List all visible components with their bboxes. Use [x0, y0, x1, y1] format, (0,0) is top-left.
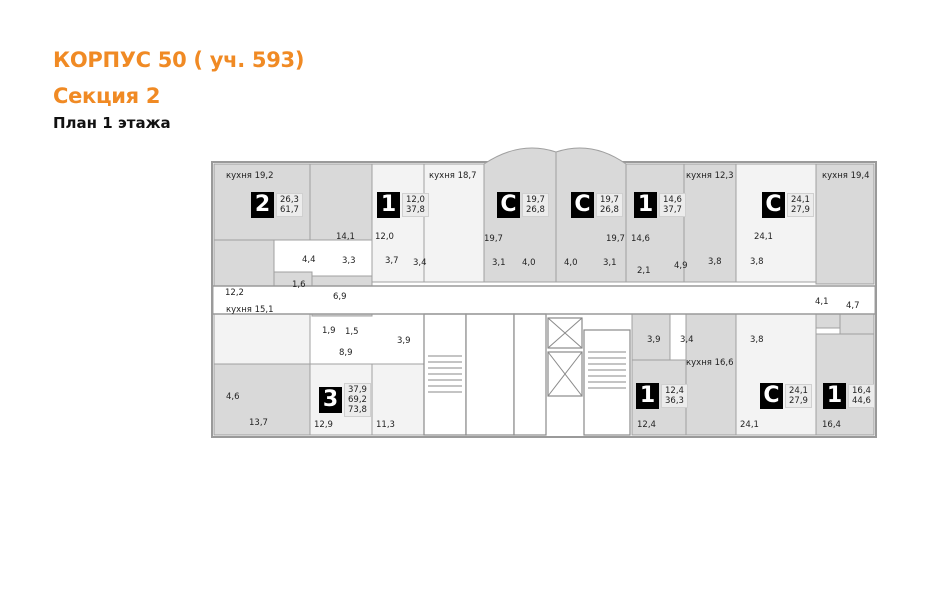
room-label: 6,9 — [333, 292, 347, 302]
apartment-type: 3 — [319, 387, 342, 413]
room-label: 3,1 — [603, 258, 617, 268]
room-label: 12,9 — [314, 420, 333, 430]
room-label: 12,0 — [375, 232, 394, 242]
room-label: 1,9 — [322, 326, 336, 336]
room-label: 3,1 — [492, 258, 506, 268]
apartment-type: С — [762, 192, 785, 218]
room-label: 4,0 — [522, 258, 536, 268]
room-label: 1,6 — [292, 280, 306, 290]
room-label: кухня 19,2 — [226, 171, 274, 181]
apartment-type: С — [571, 192, 594, 218]
room-label: 13,7 — [249, 418, 268, 428]
apartment-type: 1 — [823, 383, 846, 409]
room-label: 4,6 — [226, 392, 240, 402]
room-label: 3,8 — [750, 335, 764, 345]
room-label: 4,7 — [846, 301, 860, 311]
room-label: 24,1 — [754, 232, 773, 242]
section-title: Секция 2 — [53, 84, 161, 108]
room-label: 3,8 — [750, 257, 764, 267]
room-label: 4,4 — [302, 255, 316, 265]
room-label: 8,9 — [339, 348, 353, 358]
room-label: 3,4 — [680, 335, 694, 345]
room-label: 3,3 — [342, 256, 356, 266]
apartment-type: С — [497, 192, 520, 218]
room-label: 3,9 — [647, 335, 661, 345]
building-title: КОРПУС 50 ( уч. 593) — [53, 48, 305, 72]
room-label: 14,6 — [631, 234, 650, 244]
room-label: 14,1 — [336, 232, 355, 242]
room-label: 3,4 — [413, 258, 427, 268]
room-label: 11,3 — [376, 420, 395, 430]
apartment-type: 2 — [251, 192, 274, 218]
room-label: 12,4 — [637, 420, 656, 430]
room-label: 3,7 — [385, 256, 399, 266]
room-label: 24,1 — [740, 420, 759, 430]
room-label: 3,9 — [397, 336, 411, 346]
room-14-1 — [309, 163, 373, 241]
room-label: 12,2 — [225, 288, 244, 298]
room-label: 1,5 — [345, 327, 359, 337]
apartment-type: С — [760, 383, 783, 409]
room-label: 16,4 — [822, 420, 841, 430]
room-label: кухня 16,6 — [686, 358, 734, 368]
room-label: 4,0 — [564, 258, 578, 268]
room-label: 3,8 — [708, 257, 722, 267]
room-label: 2,1 — [637, 266, 651, 276]
apartment-type: 1 — [636, 383, 659, 409]
apartment-type: 1 — [377, 192, 400, 218]
room-label: 19,7 — [484, 234, 503, 244]
room-label: кухня 19,4 — [822, 171, 870, 181]
room-label: 4,1 — [815, 297, 829, 307]
room-label: 4,9 — [674, 261, 688, 271]
room-label: 19,7 — [606, 234, 625, 244]
plan-title: План 1 этажа — [53, 114, 171, 132]
room-label: кухня 18,7 — [429, 171, 477, 181]
apartment-type: 1 — [634, 192, 657, 218]
room-label: кухня 15,1 — [226, 305, 274, 315]
room-label: кухня 12,3 — [686, 171, 734, 181]
